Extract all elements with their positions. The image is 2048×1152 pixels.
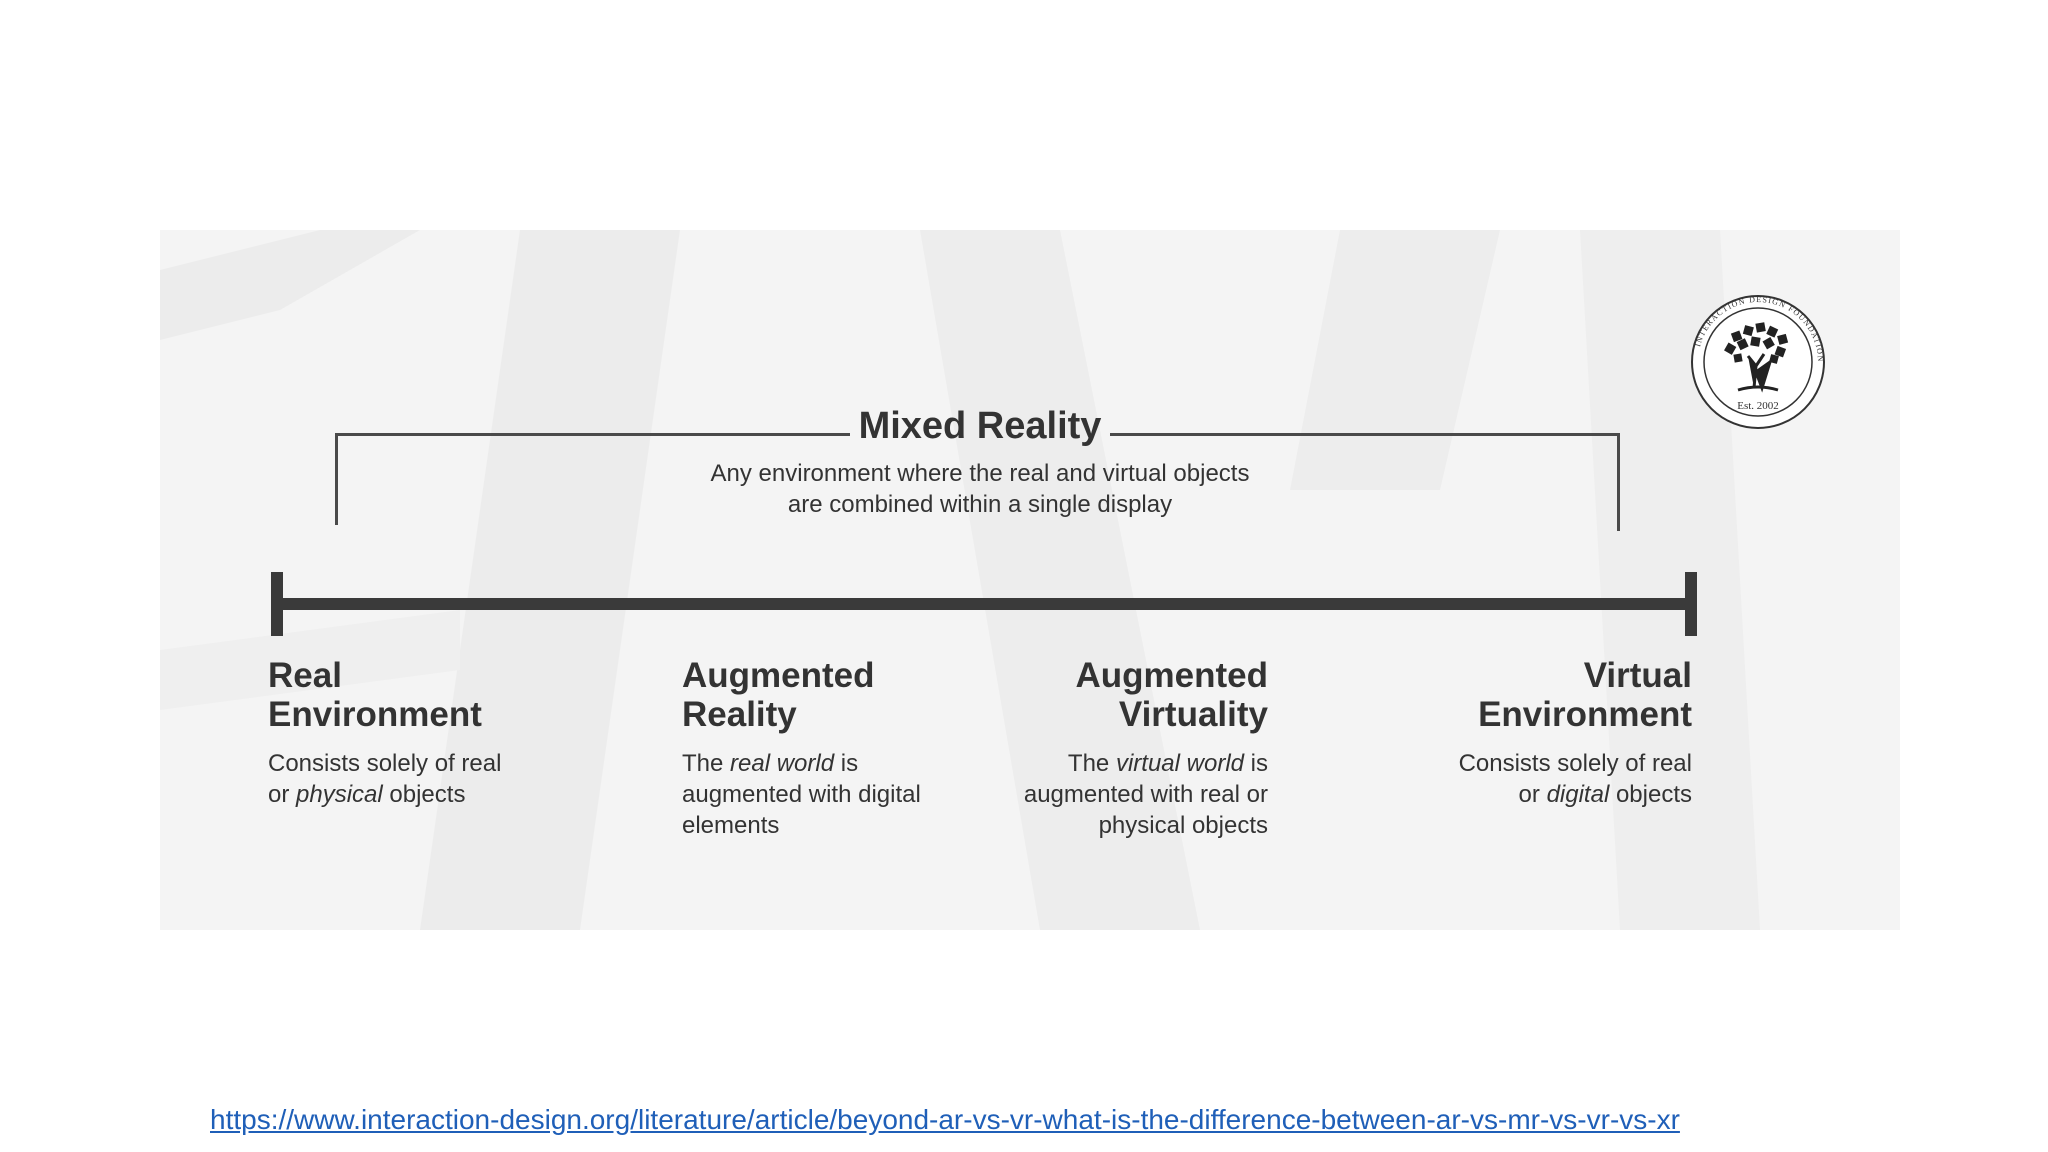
category-title-line1: Augmented xyxy=(1075,656,1269,695)
category-title-line2: Environment xyxy=(1478,695,1692,734)
source-link[interactable]: https://www.interaction-design.org/liter… xyxy=(210,1104,1680,1135)
category-desc-line3: elements xyxy=(682,812,780,839)
category-real-environment: Real Environment Consists solely of real… xyxy=(268,656,568,810)
bracket-line-right xyxy=(1110,433,1620,436)
logo-est-text: Est. 2002 xyxy=(1737,400,1779,412)
diagram-panel xyxy=(160,230,1900,930)
category-augmented-virtuality: Augmented Virtuality The virtual world i… xyxy=(968,656,1268,841)
category-description: Consists solely of real or physical obje… xyxy=(268,748,568,810)
category-description: The real world is augmented with digital… xyxy=(682,748,982,841)
category-title: Real Environment xyxy=(268,656,568,734)
interaction-design-foundation-logo-icon: INTERACTION DESIGN FOUNDATION Est. 2002 xyxy=(1691,295,1825,429)
mixed-reality-description: Any environment where the real and virtu… xyxy=(640,458,1320,520)
bracket-line-left xyxy=(335,433,850,436)
category-desc-line3: physical objects xyxy=(1098,812,1268,839)
category-desc-line2: augmented with digital xyxy=(682,781,921,808)
category-augmented-reality: Augmented Reality The real world is augm… xyxy=(682,656,982,841)
category-virtual-environment: Virtual Environment Consists solely of r… xyxy=(1392,656,1692,810)
mixed-reality-desc-line1: Any environment where the real and virtu… xyxy=(710,460,1250,487)
category-title-line1: Augmented xyxy=(682,656,875,695)
axis-cap-left xyxy=(271,572,283,636)
category-title-line2: Virtuality xyxy=(1118,695,1268,734)
category-title: Augmented Reality xyxy=(682,656,982,734)
category-desc-line2: or digital objects xyxy=(1518,781,1692,808)
category-title-line1: Virtual xyxy=(1583,656,1692,695)
category-desc-line1: Consists solely of real xyxy=(268,750,502,777)
continuum-axis xyxy=(273,598,1695,610)
category-description: Consists solely of real or digital objec… xyxy=(1392,748,1692,810)
category-desc-line2: augmented with real or xyxy=(1023,781,1268,808)
bracket-tick-right xyxy=(1617,433,1620,531)
category-description: The virtual world is augmented with real… xyxy=(968,748,1268,841)
mixed-reality-desc-line2: are combined within a single display xyxy=(787,491,1173,518)
category-title: Augmented Virtuality xyxy=(968,656,1269,734)
bracket-tick-left xyxy=(335,433,338,525)
category-desc-line1: The real world is xyxy=(682,750,859,777)
axis-cap-right xyxy=(1685,572,1697,636)
category-title-line2: Environment xyxy=(268,695,482,734)
category-title: Virtual Environment xyxy=(1392,656,1692,734)
category-title-line2: Reality xyxy=(682,695,797,734)
category-desc-line2: or physical objects xyxy=(268,781,466,808)
mixed-reality-title: Mixed Reality xyxy=(858,405,1102,447)
category-title-line1: Real xyxy=(268,656,342,695)
category-desc-line1: Consists solely of real xyxy=(1458,750,1692,777)
category-desc-line1: The virtual world is xyxy=(1067,750,1268,777)
